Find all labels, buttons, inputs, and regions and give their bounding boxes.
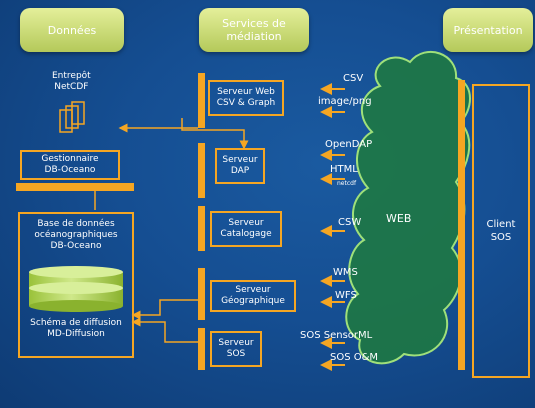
csw-label: CSW xyxy=(338,217,362,228)
web-cloud-label: WEB xyxy=(386,212,412,225)
opendap-label: OpenDAP xyxy=(325,139,373,150)
dap-server-box: Serveur DAP xyxy=(215,148,265,184)
gestionnaire-bar xyxy=(16,183,134,191)
csv-label: CSV xyxy=(343,73,364,84)
web-cloud xyxy=(345,51,471,365)
database-box: Base de données océanographiques DB-Ocea… xyxy=(18,212,134,358)
web-csv-server-label: Serveur Web CSV & Graph xyxy=(216,87,276,108)
geo-server-box: Serveur Géographique xyxy=(210,280,296,312)
geo-bar xyxy=(198,268,205,320)
dap-server-label: Serveur DAP xyxy=(222,155,258,176)
client-sos-box: Client SOS xyxy=(472,84,530,378)
wfs-label: WFS xyxy=(335,290,357,301)
sos-sensorml-label: SOS SensorML xyxy=(300,330,373,341)
database-label: Base de données océanographiques DB-Ocea… xyxy=(34,219,118,251)
sos-om-label: SOS O&M xyxy=(330,352,379,363)
header-presentation: Présentation xyxy=(443,8,533,52)
image-png-label: image/png xyxy=(318,96,372,107)
web-csv-server-box: Serveur Web CSV & Graph xyxy=(208,80,284,116)
header-donnees: Données xyxy=(20,8,124,52)
client-sos-label: Client SOS xyxy=(486,219,516,243)
catalogage-bar xyxy=(198,206,205,251)
sos-bar xyxy=(198,328,205,370)
client-bar xyxy=(458,80,465,370)
schema-label: Schéma de diffusion MD-Diffusion xyxy=(30,318,122,339)
header-services: Services de médiation xyxy=(199,8,309,52)
entrepot-label: Entrepôt NetCDF xyxy=(52,71,91,92)
catalogage-server-label: Serveur Catalogage xyxy=(220,218,272,239)
sos-server-box: Serveur SOS xyxy=(210,331,262,367)
netcdf-label: netcdf xyxy=(337,180,357,187)
dap-bar xyxy=(198,143,205,198)
wms-label: WMS xyxy=(333,267,358,278)
sos-server-label: Serveur SOS xyxy=(218,338,254,359)
catalogage-server-box: Serveur Catalogage xyxy=(210,211,282,247)
schema-cylinder xyxy=(29,282,123,312)
gestionnaire-box: Gestionnaire DB-Oceano xyxy=(20,150,120,180)
gestionnaire-label: Gestionnaire DB-Oceano xyxy=(41,154,99,175)
netcdf-files-icon xyxy=(59,101,85,133)
html-label: HTML xyxy=(330,164,358,175)
geo-server-label: Serveur Géographique xyxy=(221,285,285,306)
web-csv-bar xyxy=(198,73,205,128)
